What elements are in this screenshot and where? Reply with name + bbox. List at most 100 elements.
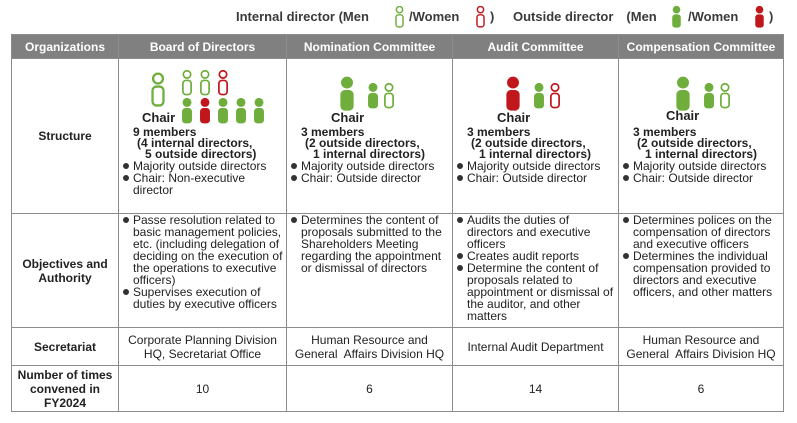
members-breakdown: (4 internal directors, bbox=[137, 136, 253, 150]
internal-man-icon bbox=[181, 70, 193, 96]
nomination-icons: Chair bbox=[287, 59, 452, 127]
governance-table: Organizations Board of Directors Nominat… bbox=[11, 34, 784, 412]
secretariat-line: Human Resource and bbox=[311, 332, 428, 347]
chair-label: Chair bbox=[497, 110, 531, 125]
legend-outside-label: Outside director (Men bbox=[513, 9, 657, 24]
row-label-objectives: Objectives and Authority bbox=[11, 213, 119, 328]
nomination-structure-cell: Chair 3 members (2 outside directors, 1 … bbox=[286, 58, 453, 214]
chair-label: Chair bbox=[331, 110, 365, 125]
audit-objectives-list: Audits the duties of directors and execu… bbox=[453, 214, 618, 322]
outside-man-icon bbox=[367, 83, 379, 109]
row-label-structure: Structure bbox=[11, 58, 119, 214]
legend-internal-close: ) bbox=[490, 9, 495, 24]
internal-woman-icon bbox=[549, 83, 561, 109]
chair-label: Chair bbox=[142, 110, 176, 125]
list-item: Chair: Outside director bbox=[453, 172, 618, 184]
secretariat-row: Secretariat Corporate Planning Division … bbox=[11, 327, 784, 366]
secretariat-line: HQ, Secretariat Office bbox=[143, 346, 262, 361]
header-organizations: Organizations bbox=[11, 34, 119, 59]
compensation-secretariat: Human Resource and General Affairs Divis… bbox=[618, 327, 784, 366]
audit-icons: Chair bbox=[453, 59, 618, 127]
secretariat-line: General Affairs Division HQ bbox=[294, 346, 445, 361]
audit-structure-bullets: Majority outside directors Chair: Outsid… bbox=[453, 160, 618, 184]
outside-man-icon bbox=[181, 98, 193, 124]
legend-outside-women-label: /Women bbox=[688, 9, 739, 24]
list-item: Chair: Non-executive director bbox=[119, 172, 286, 196]
outside-man-icon bbox=[533, 83, 545, 109]
list-item: Chair: Outside director bbox=[287, 172, 452, 184]
outside-woman-icon bbox=[754, 6, 765, 28]
board-icons: Chair bbox=[119, 59, 286, 127]
objectives-row: Objectives and Authority Passe resolutio… bbox=[11, 213, 784, 328]
outside-man-icon bbox=[703, 83, 715, 109]
compensation-icons: Chair bbox=[619, 59, 783, 127]
list-item: Creates audit reports bbox=[453, 250, 618, 262]
members-breakdown: (2 outside directors, bbox=[471, 136, 586, 150]
audit-structure-cell: Chair 3 members (2 outside directors, 1 … bbox=[452, 58, 619, 214]
list-item: Majority outside directors bbox=[453, 160, 618, 172]
members-breakdown: 1 internal directors) bbox=[313, 147, 426, 161]
members-count: 9 members bbox=[133, 125, 197, 139]
times-convened-row: Number of times convened in FY2024 10 6 … bbox=[11, 365, 784, 412]
row-label-line: convened in bbox=[29, 381, 100, 396]
board-objectives-list: Passe resolution related to basic manage… bbox=[119, 214, 286, 310]
nomination-structure-bullets: Majority outside directors Chair: Outsid… bbox=[287, 160, 452, 184]
nomination-objectives-cell: Determines the content of proposals subm… bbox=[286, 213, 453, 328]
structure-row: Structure Chair 9 members (4 bbox=[11, 58, 784, 214]
legend-internal-women-label: /Women bbox=[409, 9, 460, 24]
outside-man-icon bbox=[671, 6, 682, 28]
header-audit: Audit Committee bbox=[452, 34, 619, 59]
members-count: 3 members bbox=[301, 125, 365, 139]
legend-internal-label: Internal director (Men bbox=[236, 9, 369, 24]
members-breakdown: 1 internal directors) bbox=[645, 147, 758, 161]
internal-man-icon bbox=[719, 83, 731, 109]
chair-outside-man-icon bbox=[339, 75, 355, 113]
members-breakdown: 1 internal directors) bbox=[479, 147, 592, 161]
row-label-line: Authority bbox=[38, 270, 92, 285]
audit-objectives-cell: Audits the duties of directors and execu… bbox=[452, 213, 619, 328]
audit-secretariat: Internal Audit Department bbox=[452, 327, 619, 366]
row-label-line: Number of times bbox=[17, 367, 113, 382]
members-breakdown: (2 outside directors, bbox=[305, 136, 420, 150]
members-count: 3 members bbox=[467, 125, 531, 139]
list-item: Audits the duties of directors and execu… bbox=[453, 214, 618, 250]
board-members: 9 members (4 internal directors, 5 outsi… bbox=[119, 125, 286, 160]
header-board: Board of Directors bbox=[118, 34, 287, 59]
audit-times: 14 bbox=[452, 365, 619, 412]
row-label-secretariat: Secretariat bbox=[11, 327, 119, 366]
list-item: Majority outside directors bbox=[119, 160, 286, 172]
list-item: Determines the content of proposals subm… bbox=[287, 214, 452, 274]
list-item: Determines polices on the compensation o… bbox=[619, 214, 783, 250]
row-label-line: FY2024 bbox=[43, 395, 87, 410]
board-times: 10 bbox=[118, 365, 287, 412]
nomination-members: 3 members (2 outside directors, 1 intern… bbox=[287, 125, 452, 161]
internal-man-icon bbox=[383, 83, 395, 109]
list-item: Majority outside directors bbox=[287, 160, 452, 172]
outside-man-icon bbox=[217, 98, 229, 124]
chair-outside-woman-icon bbox=[505, 75, 521, 113]
list-item: Supervises execution of duties by execut… bbox=[119, 286, 286, 310]
compensation-objectives-cell: Determines polices on the compensation o… bbox=[618, 213, 784, 328]
compensation-objectives-list: Determines polices on the compensation o… bbox=[619, 214, 783, 298]
members-breakdown: (2 outside directors, bbox=[637, 136, 752, 150]
header-compensation: Compensation Committee bbox=[618, 34, 784, 59]
row-label-line: Objectives and bbox=[22, 256, 108, 271]
header-nomination: Nomination Committee bbox=[286, 34, 453, 59]
chair-internal-man-icon bbox=[150, 71, 166, 109]
internal-woman-icon bbox=[475, 6, 486, 28]
board-secretariat: Corporate Planning Division HQ, Secretar… bbox=[118, 327, 287, 366]
header-row: Organizations Board of Directors Nominat… bbox=[11, 34, 784, 59]
list-item: Chair: Outside director bbox=[619, 172, 783, 184]
list-item: Passe resolution related to basic manage… bbox=[119, 214, 286, 286]
outside-man-icon bbox=[235, 98, 247, 124]
secretariat-line: Corporate Planning Division bbox=[128, 332, 277, 347]
chair-label: Chair bbox=[666, 108, 700, 123]
nomination-objectives-list: Determines the content of proposals subm… bbox=[287, 214, 452, 274]
internal-man-icon bbox=[394, 6, 405, 28]
secretariat-line: Human Resource and bbox=[642, 332, 760, 347]
secretariat-line: General Affairs Division HQ bbox=[626, 346, 776, 361]
members-count: 3 members bbox=[633, 125, 697, 139]
internal-woman-icon bbox=[217, 70, 229, 96]
nomination-secretariat: Human Resource and General Affairs Divis… bbox=[286, 327, 453, 366]
nomination-times: 6 bbox=[286, 365, 453, 412]
